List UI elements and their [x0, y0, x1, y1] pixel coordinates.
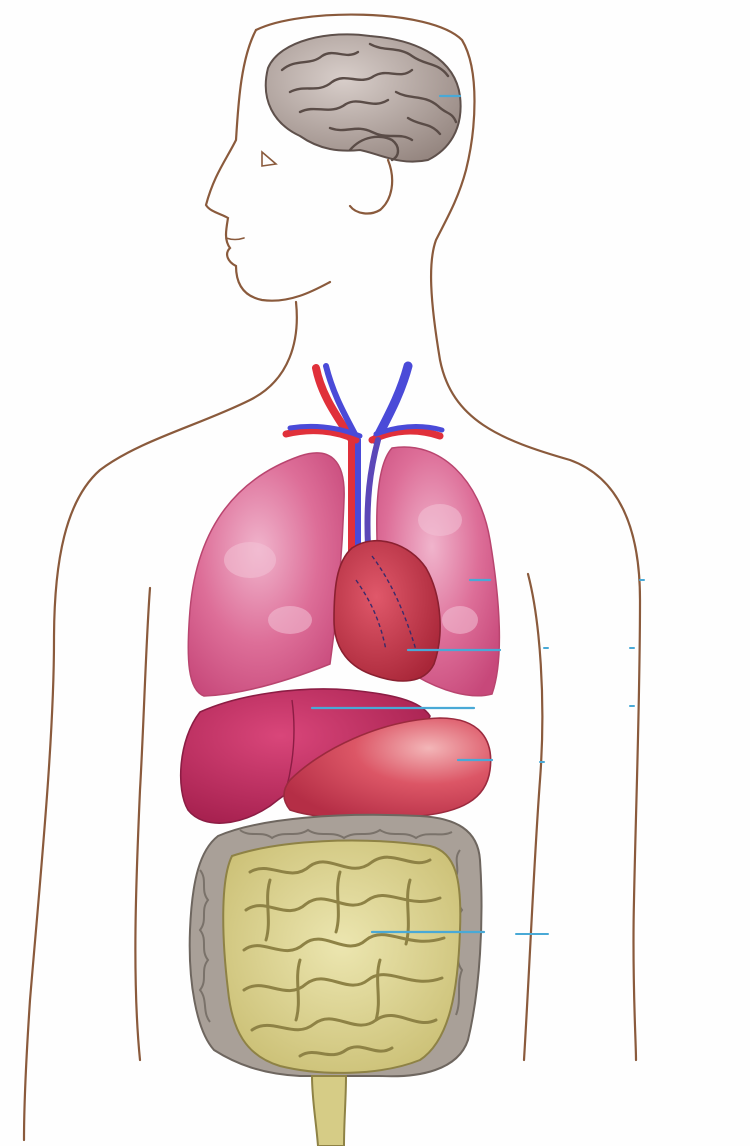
rectum	[312, 1076, 346, 1146]
eye	[262, 152, 276, 166]
brain-icon	[266, 34, 461, 161]
edge-ticks	[516, 580, 644, 934]
small-intestine	[223, 841, 460, 1146]
mouth	[226, 238, 244, 240]
right-lung	[188, 453, 344, 696]
arm-inner-right	[524, 574, 542, 1060]
ear	[350, 160, 392, 213]
arm-inner-left	[135, 588, 150, 1060]
